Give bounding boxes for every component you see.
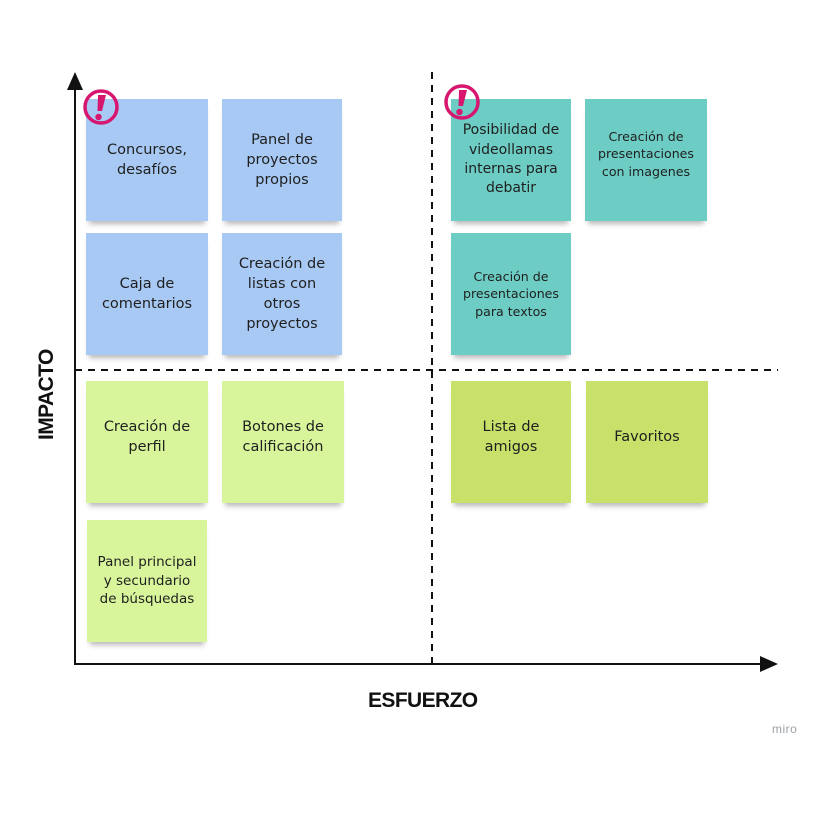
note-text: Caja de comentarios <box>101 276 193 312</box>
sticky-note-favoritos[interactable]: Favoritos <box>586 381 708 503</box>
sticky-note-panel-proyectos[interactable]: Panel de proyectos propios <box>222 99 342 221</box>
sticky-note-concursos[interactable]: Concursos, desafíos <box>86 99 208 221</box>
note-text: Posibilidad de videollamas internas para… <box>462 122 560 197</box>
exclamation-circle-icon[interactable] <box>80 86 122 128</box>
y-axis-arrowhead <box>67 72 83 90</box>
sticky-note-videollamadas[interactable]: Posibilidad de videollamas internas para… <box>451 99 571 221</box>
note-text: Favoritos <box>614 429 680 445</box>
sticky-note-botones-calificacion[interactable]: Botones de calificación <box>222 381 344 503</box>
note-text: Botones de calificación <box>242 419 324 455</box>
sticky-note-listas-proyectos[interactable]: Creación de listas con otros proyectos <box>222 233 342 355</box>
note-text: Creación de presentaciones con imagenes <box>597 128 694 179</box>
note-text: Creación de listas con otros proyectos <box>238 256 326 332</box>
x-axis-arrowhead <box>760 656 778 672</box>
sticky-note-presentaciones-imagenes[interactable]: Creación de presentaciones con imagenes <box>585 99 707 221</box>
sticky-note-presentaciones-textos[interactable]: Creación de presentaciones para textos <box>451 233 571 355</box>
exclamation-circle-icon[interactable] <box>441 81 483 123</box>
sticky-note-lista-amigos[interactable]: Lista de amigos <box>451 381 571 503</box>
x-axis-label: ESFUERZO <box>368 689 478 712</box>
note-text: Lista de amigos <box>482 419 540 455</box>
brand-watermark: miro <box>772 722 798 736</box>
y-axis-label: IMPACTO <box>35 349 58 440</box>
note-text: Panel de proyectos propios <box>246 132 318 188</box>
sticky-note-panel-busquedas[interactable]: Panel principal y secundario de búsqueda… <box>87 520 207 642</box>
note-text: Panel principal y secundario de búsqueda… <box>97 554 197 608</box>
note-text: Concursos, desafíos <box>107 142 187 178</box>
note-text: Creación de presentaciones para textos <box>462 268 559 319</box>
sticky-note-caja-comentarios[interactable]: Caja de comentarios <box>86 233 208 355</box>
note-text: Creación de perfil <box>103 419 191 455</box>
sticky-note-creacion-perfil[interactable]: Creación de perfil <box>86 381 208 503</box>
